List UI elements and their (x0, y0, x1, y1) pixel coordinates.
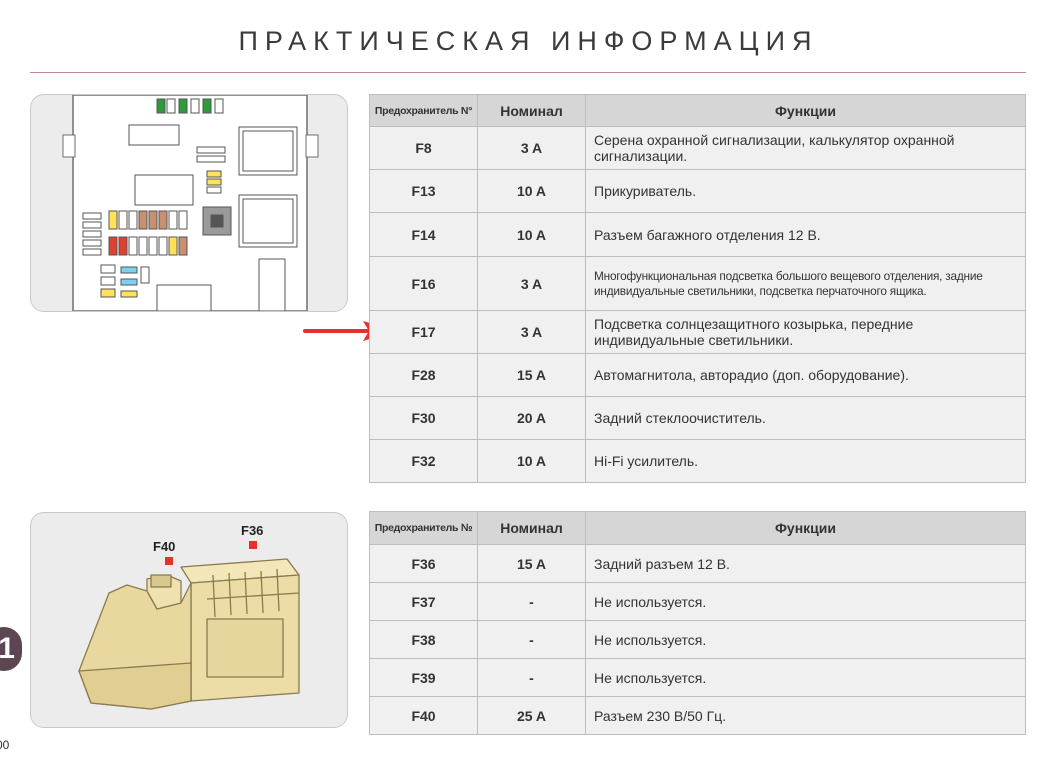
table-row: F14 10 A Разъем багажного отделения 12 В… (369, 212, 1026, 257)
fuse-function: Задний стеклоочиститель. (585, 396, 1026, 440)
fuse-box-diagram-bottom: F40 F36 (30, 512, 348, 728)
fuse-rating: 3 A (477, 126, 586, 170)
fuse-function: Подсветка солнцезащитного козырька, пере… (585, 310, 1026, 354)
fuse-function: Разъем багажного отделения 12 В. (585, 212, 1026, 257)
fuse-box-illustration (62, 95, 319, 311)
fuse-id: F38 (369, 620, 478, 659)
table-row: F16 3 A Многофункциональная подсветка бо… (369, 256, 1026, 311)
fuse-id: F16 (369, 256, 478, 311)
table-row: F38 - Не используется. (369, 620, 1026, 659)
table-row: F39 - Не используется. (369, 658, 1026, 697)
fuse-id: F30 (369, 396, 478, 440)
table-row: F36 15 A Задний разъем 12 В. (369, 544, 1026, 583)
column-header-functions: Функции (585, 511, 1026, 545)
table-row: F40 25 A Разъем 230 В/50 Гц. (369, 696, 1026, 735)
fuse-id: F40 (369, 696, 478, 735)
fuse-id: F13 (369, 169, 478, 213)
fuse-rating: 10 A (477, 212, 586, 257)
fuse-rating: 15 A (477, 353, 586, 397)
fuse-table-top: Предохранитель N° Номинал Функции F8 3 A… (369, 94, 1026, 483)
fuse-rating: 20 A (477, 396, 586, 440)
fuse-id: F37 (369, 582, 478, 621)
fuse-rating: - (477, 582, 586, 621)
fuse-label-f40: F40 (153, 539, 175, 554)
column-header-fuse: Предохранитель № (369, 511, 478, 545)
fuse-table-bottom: Предохранитель № Номинал Функции F36 15 … (369, 511, 1026, 735)
fuse-function: Многофункциональная подсветка большого в… (585, 256, 1026, 311)
fuse-id: F17 (369, 310, 478, 354)
fuse-rating: 3 A (477, 256, 586, 311)
table-row: F30 20 A Задний стеклоочиститель. (369, 396, 1026, 440)
fuse-function: Hi-Fi усилитель. (585, 439, 1026, 483)
table-row: F28 15 A Автомагнитола, авторадио (доп. … (369, 353, 1026, 397)
fuse-rating: 10 A (477, 169, 586, 213)
table-header-row: Предохранитель № Номинал Функции (369, 511, 1026, 545)
table-row-highlighted: F17 3 A Подсветка солнцезащитного козырь… (369, 310, 1026, 354)
fuse-function: Разъем 230 В/50 Гц. (585, 696, 1026, 735)
fuse-id: F8 (369, 126, 478, 170)
fuse-rating: 25 A (477, 696, 586, 735)
column-header-fuse: Предохранитель N° (369, 94, 478, 127)
fuse-rating: 10 A (477, 439, 586, 483)
fuse-rating: 15 A (477, 544, 586, 583)
fuse-function: Серена охранной сигнализации, калькулято… (585, 126, 1026, 170)
fuse-function: Прикуриватель. (585, 169, 1026, 213)
page-title: ПРАКТИЧЕСКАЯ ИНФОРМАЦИЯ (238, 26, 819, 56)
fuse-id: F39 (369, 658, 478, 697)
table-row: F32 10 A Hi-Fi усилитель. (369, 439, 1026, 483)
fuse-rating: - (477, 658, 586, 697)
fuse-function: Не используется. (585, 658, 1026, 697)
column-header-rating: Номинал (477, 511, 586, 545)
table-header-row: Предохранитель N° Номинал Функции (369, 94, 1026, 127)
table-row: F8 3 A Серена охранной сигнализации, кал… (369, 126, 1026, 170)
fuse-id: F36 (369, 544, 478, 583)
page-number: 00 (0, 738, 10, 752)
table-row: F37 - Не используется. (369, 582, 1026, 621)
fuse-box-3d-illustration: F40 F36 (78, 523, 300, 710)
title-divider (30, 72, 1026, 73)
column-header-functions: Функции (585, 94, 1026, 127)
fuse-label-f36: F36 (241, 523, 263, 538)
table-row: F13 10 A Прикуриватель. (369, 169, 1026, 213)
fuse-function: Не используется. (585, 582, 1026, 621)
chapter-badge: 11 (0, 627, 22, 671)
fuse-rating: - (477, 620, 586, 659)
fuse-id: F28 (369, 353, 478, 397)
fuse-function: Задний разъем 12 В. (585, 544, 1026, 583)
fuse-box-diagram-top (30, 94, 348, 312)
fuse-rating: 3 A (477, 310, 586, 354)
fuse-function: Не используется. (585, 620, 1026, 659)
fuse-function: Автомагнитола, авторадио (доп. оборудова… (585, 353, 1026, 397)
fuse-id: F14 (369, 212, 478, 257)
fuse-id: F32 (369, 439, 478, 483)
column-header-rating: Номинал (477, 94, 586, 127)
